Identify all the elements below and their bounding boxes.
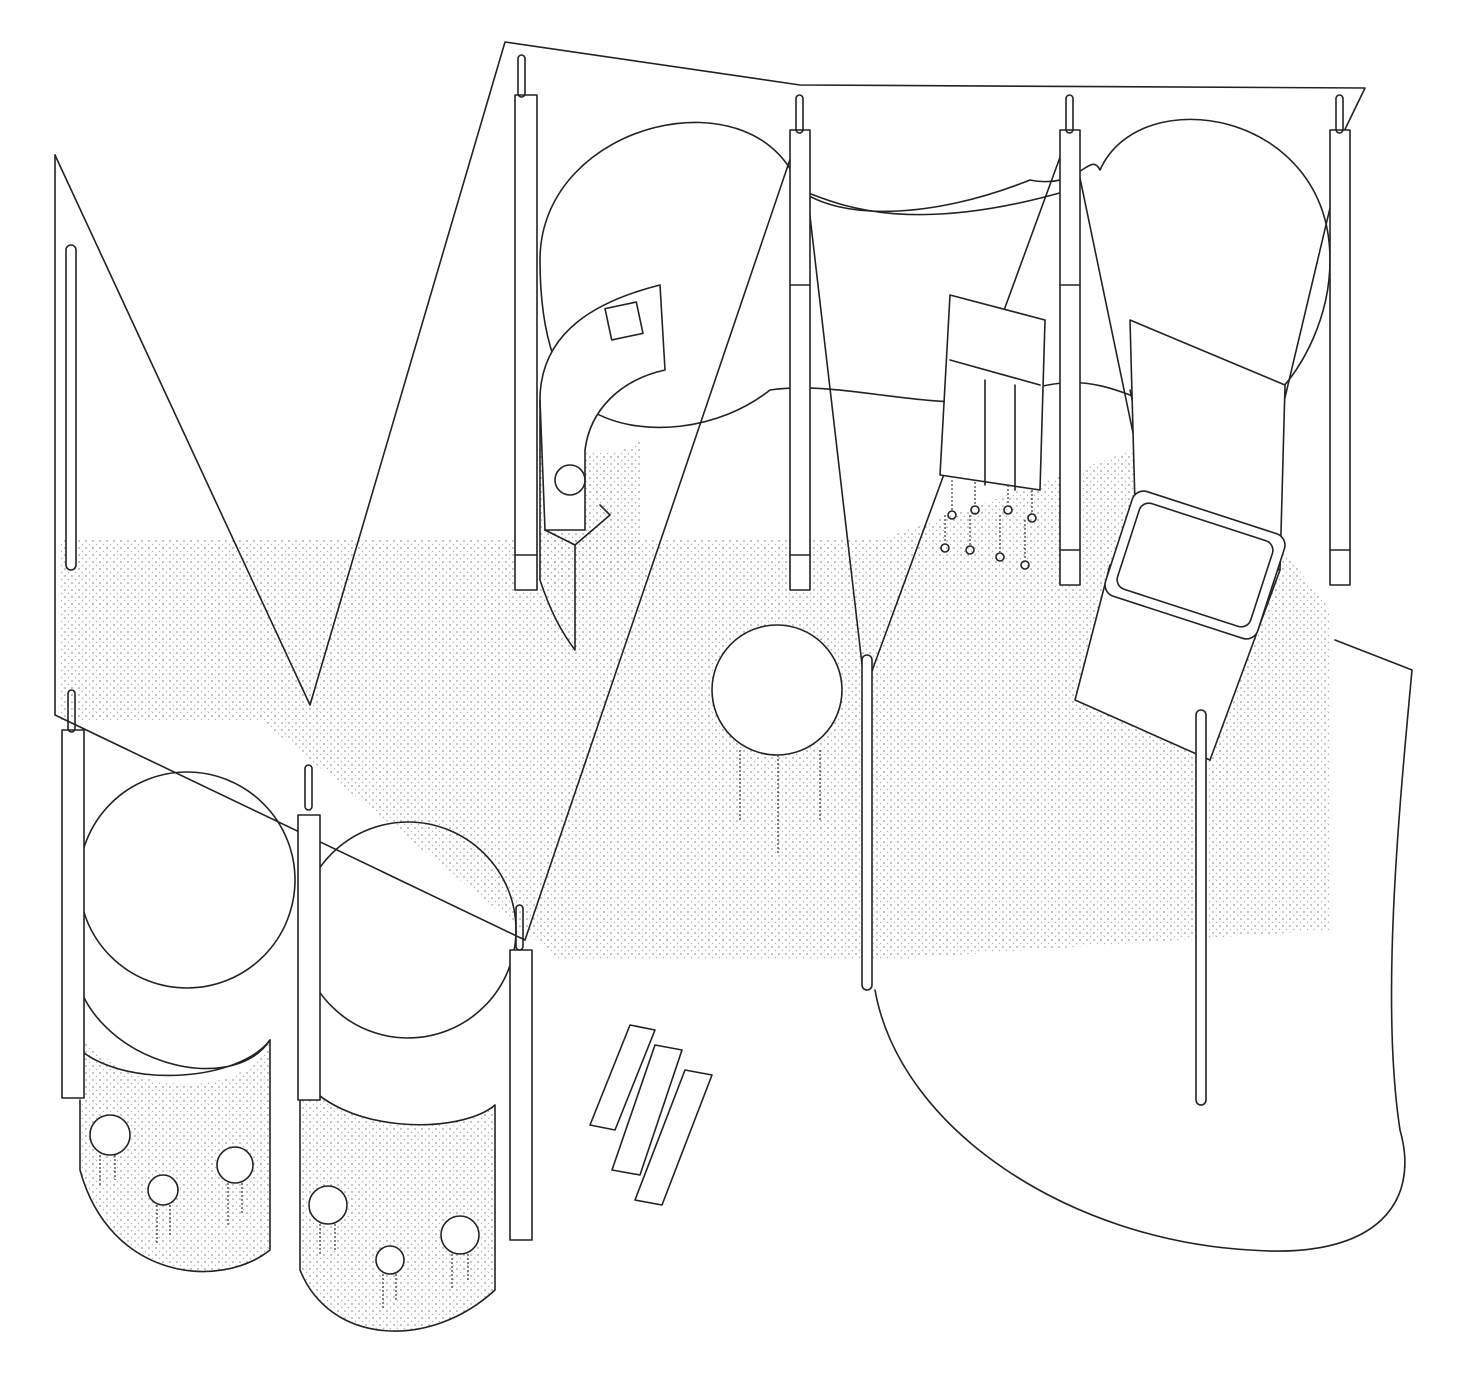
mast-top-3 <box>1059 94 1081 586</box>
cylinder-left <box>61 689 296 1273</box>
floor-sweep-curve <box>874 639 1413 1252</box>
mast-mid <box>861 654 873 991</box>
hanging-cabinet <box>939 294 1046 570</box>
floor-slabs <box>589 1024 713 1206</box>
mast-top-4 <box>1329 94 1351 586</box>
masts <box>65 54 1351 1106</box>
curved-bench <box>539 284 666 651</box>
mast-top-1 <box>514 54 538 591</box>
lamp-globes-left <box>89 1114 254 1245</box>
lower-membrane-cylinders <box>61 689 533 1332</box>
mast-right <box>1195 709 1207 1106</box>
upper-membrane-cylinder <box>539 118 1331 429</box>
mast-top-2 <box>789 94 811 591</box>
cabinet-pendants <box>940 480 1037 570</box>
round-table <box>711 624 843 855</box>
tilted-panel-and-tray <box>1074 319 1286 761</box>
mast-left-far <box>65 244 77 571</box>
cylinder-right <box>297 764 533 1332</box>
lamp-globes-right <box>308 1185 480 1310</box>
